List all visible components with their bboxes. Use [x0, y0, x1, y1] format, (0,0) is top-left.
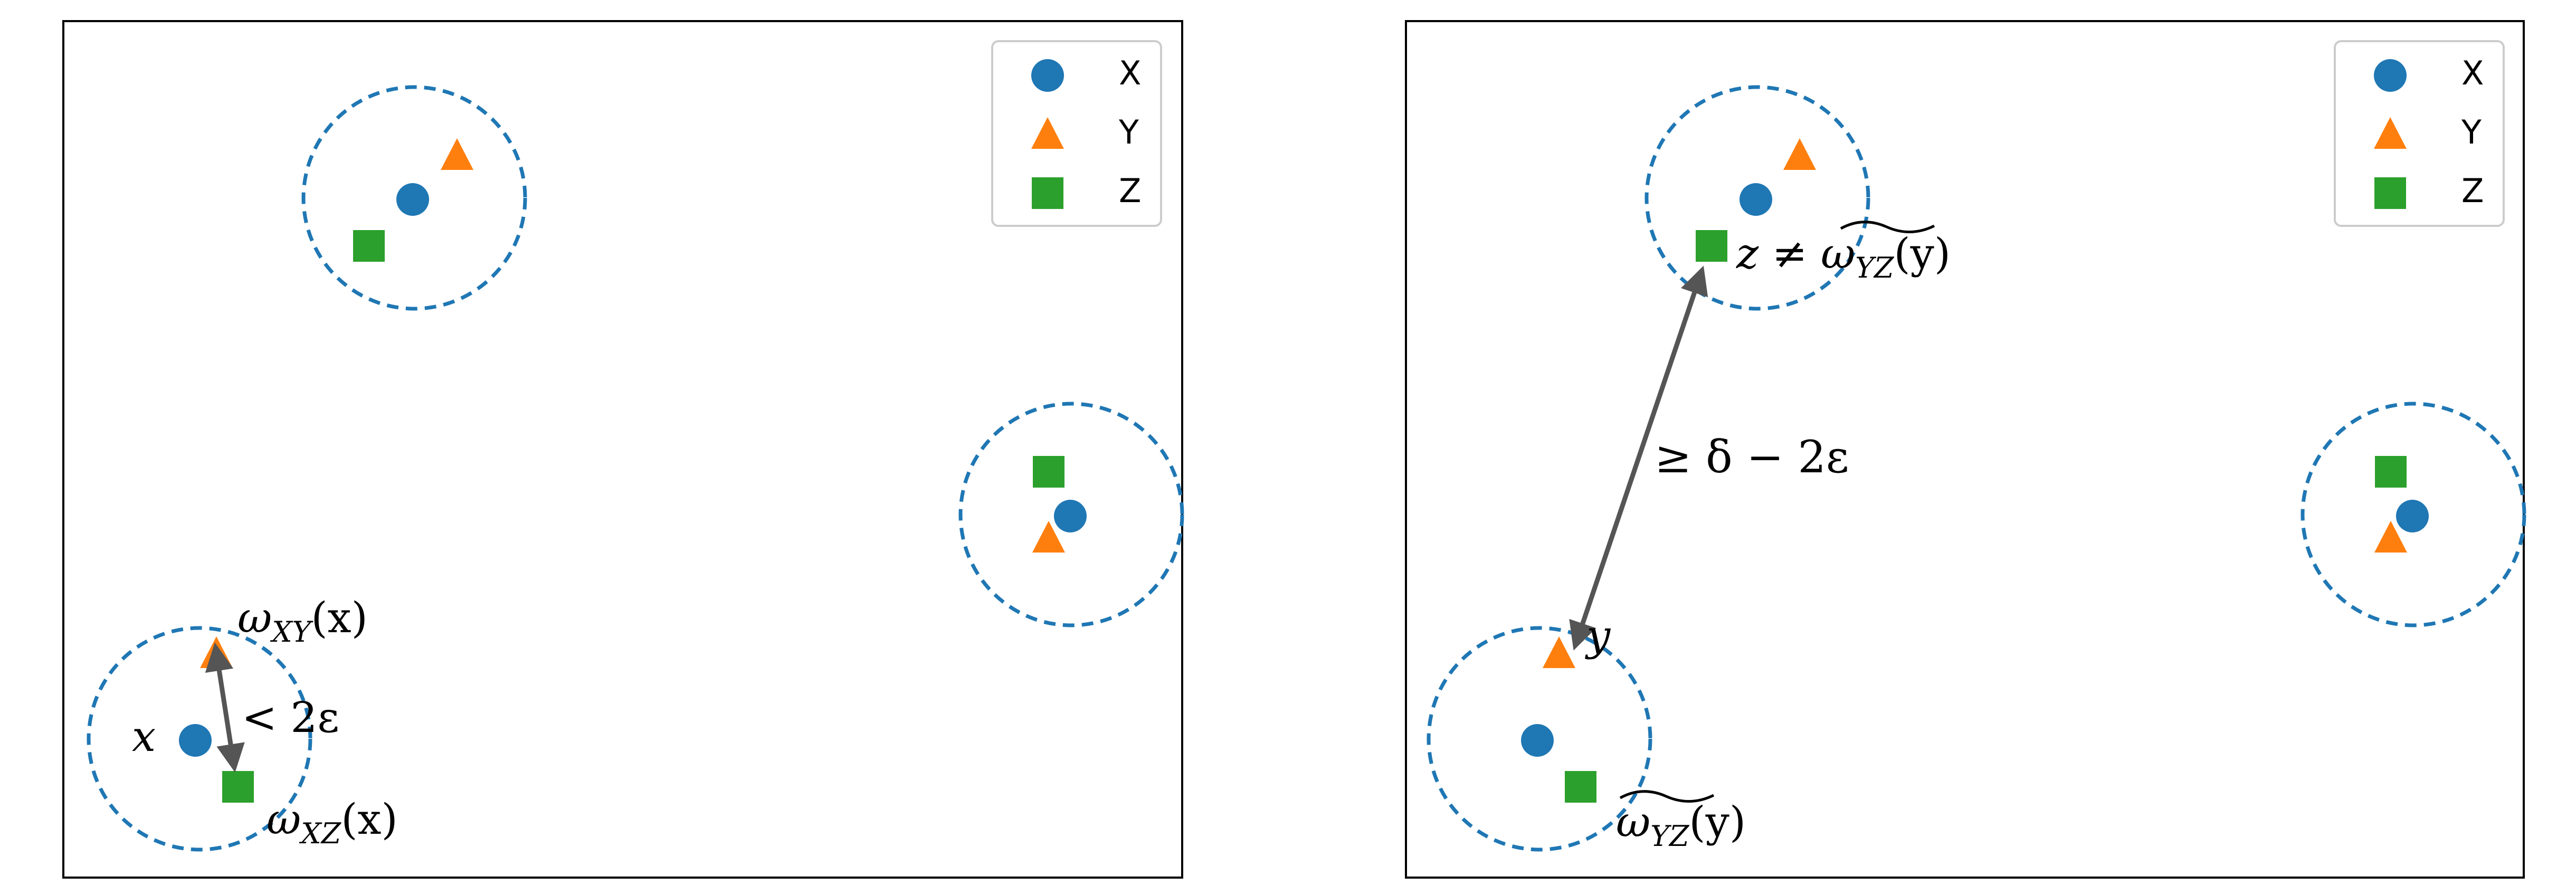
right-top-y-point [1783, 138, 1816, 170]
left-top-y-point [441, 138, 473, 170]
left-distance-label: < 2ε [242, 693, 339, 742]
right-right-y-point [2374, 521, 2407, 553]
right-distance-label: ≥ δ − 2ε [1655, 431, 1849, 483]
right-legend-z-label: Z [2461, 172, 2484, 210]
right-legend-x-label: X [2461, 54, 2484, 92]
right-panel-frame [1405, 20, 2525, 879]
left-top-x-point [396, 183, 429, 216]
right-panel: y ≥ δ − 2ε z ≠ ωYZ(y) ωYZ(y) X Y Z [1405, 20, 2526, 879]
right-legend-y-marker [2374, 117, 2407, 149]
right-z-neq-tilde [1840, 221, 1935, 233]
left-right-z-point [1033, 456, 1064, 488]
right-cluster-right [2301, 402, 2526, 627]
left-omega-xy-label: ωXY(x) [237, 593, 368, 649]
left-panel: x < 2ε ωXY(x) ωXZ(x) X Y Z [62, 20, 1184, 879]
left-legend: X Y Z [991, 40, 1162, 227]
left-right-y-point [1032, 521, 1065, 553]
left-legend-y-label: Y [1118, 113, 1139, 151]
right-y-label: y [1585, 611, 1611, 660]
right-legend: X Y Z [2334, 40, 2505, 227]
right-top-z-point [1696, 230, 1727, 262]
left-panel-frame [62, 20, 1183, 879]
left-bottom-x-point [179, 724, 212, 757]
left-right-x-point [1054, 500, 1087, 532]
left-legend-z-marker [1032, 177, 1063, 209]
left-bottom-z-point [222, 771, 254, 803]
left-legend-x-marker [1031, 59, 1064, 92]
right-top-x-point [1739, 183, 1772, 216]
right-legend-z-marker [2374, 177, 2406, 209]
left-cluster-top [301, 85, 527, 311]
left-top-z-point [353, 230, 385, 262]
right-omega-yz-label: ωYZ(y) [1616, 797, 1746, 853]
right-right-x-point [2396, 500, 2429, 532]
right-bottom-y-point [1543, 636, 1575, 668]
left-distance-arrow [205, 642, 245, 773]
left-legend-z-label: Z [1119, 172, 1141, 210]
left-legend-y-marker [1031, 117, 1064, 149]
right-bottom-x-point [1521, 724, 1554, 757]
left-x-label: x [132, 712, 156, 761]
right-right-z-point [2375, 456, 2407, 488]
left-cluster-bottom [87, 626, 312, 852]
right-distance-arrow [1569, 265, 1708, 651]
left-bottom-y-point [200, 636, 233, 668]
right-cluster-bottom [1427, 626, 1652, 852]
right-z-neq-label: z ≠ ωYZ(y) [1736, 229, 1951, 284]
right-cluster-top [1645, 85, 1870, 311]
left-legend-x-label: X [1119, 54, 1141, 92]
right-legend-y-label: Y [2461, 113, 2482, 151]
right-legend-x-marker [2374, 59, 2407, 92]
right-omega-yz-tilde [1619, 790, 1715, 803]
left-omega-xz-label: ωXZ(x) [267, 795, 398, 850]
right-bottom-z-point [1565, 771, 1596, 803]
left-cluster-right [958, 402, 1184, 627]
